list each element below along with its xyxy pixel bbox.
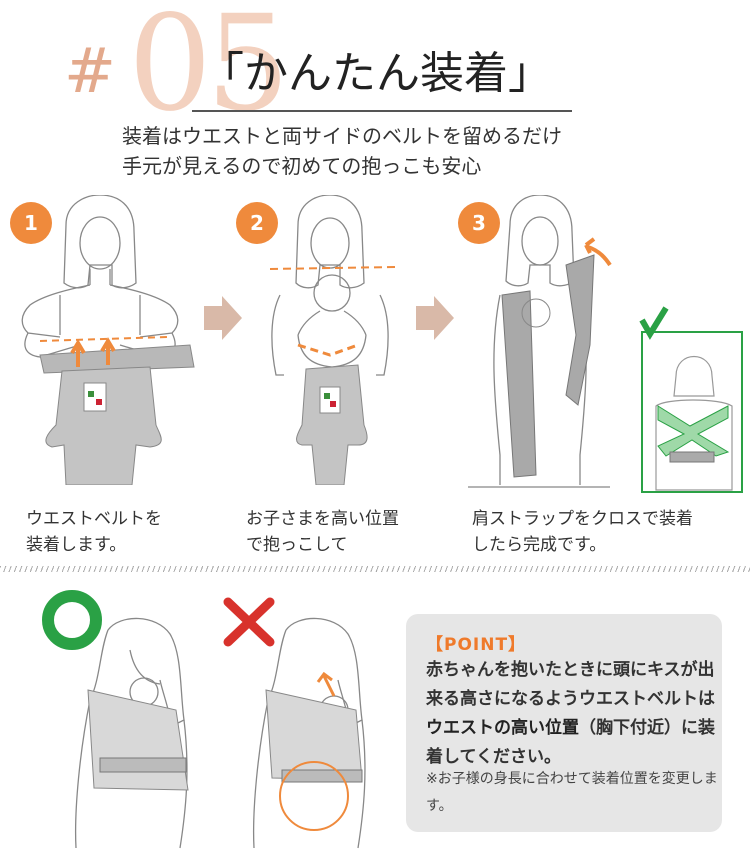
- next-arrow-icon: [416, 296, 454, 340]
- step-2-caption-line-1: お子さまを高い位置: [246, 509, 399, 529]
- step-2-caption-line-2: で抱っこして: [246, 535, 348, 555]
- point-text-part-1: 赤ちゃんを抱いたときに頭にキスが出来る高さになるようウエストベルトは: [426, 660, 715, 709]
- step-3-badge: 3: [458, 202, 500, 244]
- step-3-caption-line-1: 肩ストラップをクロスで装着: [472, 509, 693, 529]
- section-divider: [0, 566, 750, 572]
- title-underline: [192, 110, 572, 112]
- point-text-part-2: （胸下付近）に装着してください。: [426, 718, 715, 767]
- page-title: 「かんたん装着」: [200, 48, 552, 99]
- step-1-badge: 1: [10, 202, 52, 244]
- bad-example-illustration: [252, 617, 366, 849]
- step-3-caption: 肩ストラップをクロスで装着 したら完成です。: [472, 506, 693, 558]
- step-1-caption-line-2: 装着します。: [26, 535, 127, 555]
- step-3-illustration: [468, 195, 612, 488]
- point-box: [406, 614, 722, 832]
- step-1-caption: ウエストベルトを 装着します。: [26, 506, 162, 558]
- hash-mark: #: [64, 34, 116, 107]
- back-view-inset: [639, 306, 743, 493]
- step-2-badge: 2: [236, 202, 278, 244]
- good-circle-icon: [42, 590, 102, 650]
- subtitle-line-1: 装着はウエストと両サイドのベルトを留めるだけ: [122, 124, 562, 148]
- next-arrow-icon: [204, 296, 242, 340]
- subtitle-line-2: 手元が見えるので初めての抱っこも安心: [122, 154, 482, 178]
- point-text-highlight: ウエストの高い位置: [426, 718, 579, 738]
- good-example-illustration: [74, 617, 189, 849]
- step-1-caption-line-1: ウエストベルトを: [26, 509, 162, 529]
- bad-cross-icon: [223, 597, 275, 647]
- step-3-caption-line-2: したら完成です。: [472, 535, 607, 555]
- check-icon: [639, 306, 669, 340]
- section-number: 05: [128, 0, 290, 141]
- step-2-illustration: [269, 195, 397, 485]
- step-2-caption: お子さまを高い位置 で抱っこして: [246, 506, 399, 558]
- point-note: ※お子様の身長に合わせて装着位置を変更します。: [426, 771, 718, 814]
- point-title: 【POINT】: [426, 635, 527, 655]
- point-text: 赤ちゃんを抱いたときに頭にキスが出来る高さになるようウエストベルトはウエストの高…: [426, 656, 718, 772]
- step-1-illustration: [21, 195, 195, 485]
